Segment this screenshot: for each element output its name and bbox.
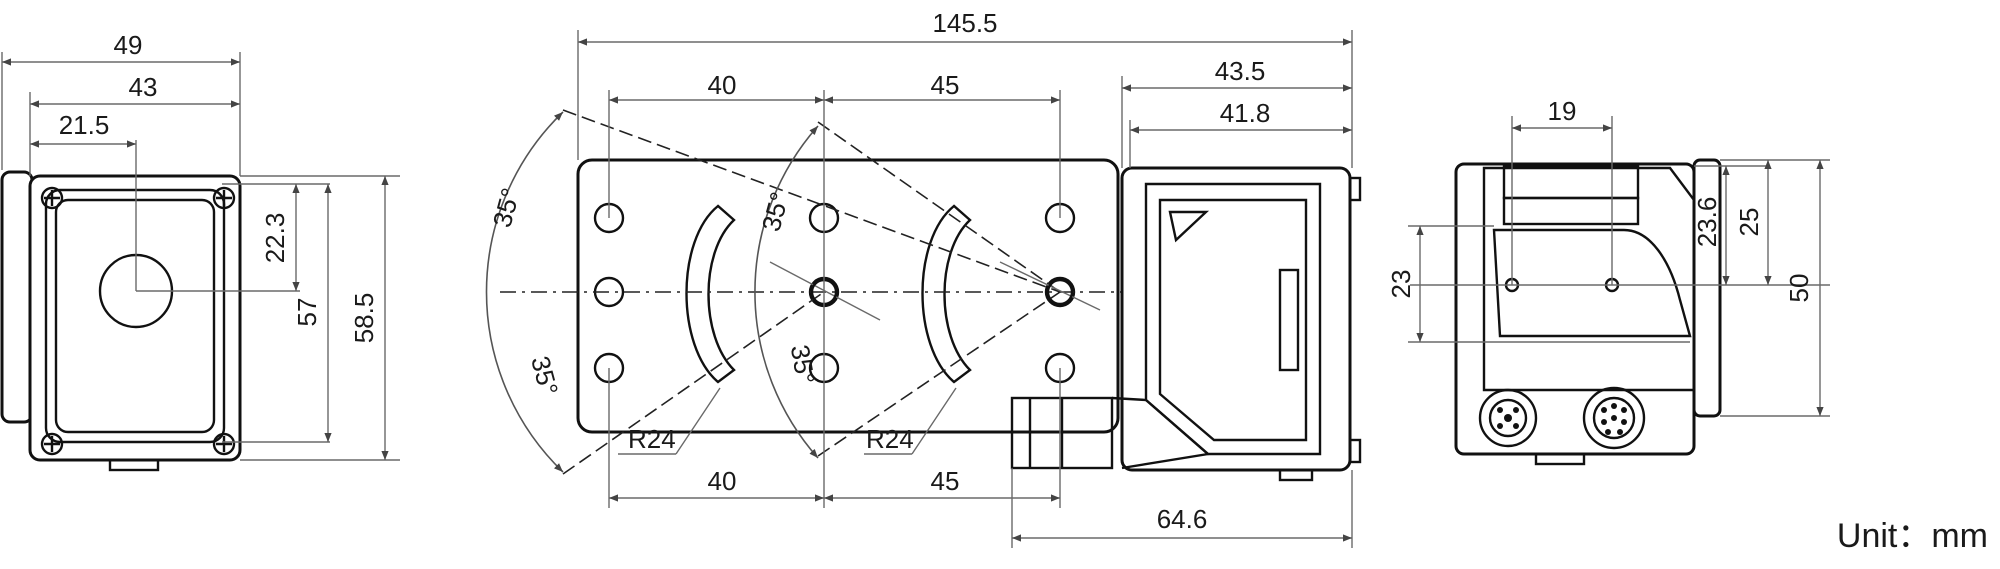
dim-40-bottom: 40: [708, 466, 737, 496]
dim-57: 57: [292, 298, 322, 327]
dim-23-6: 23.6: [1692, 197, 1722, 248]
dim-43: 43: [129, 72, 158, 102]
left-cover-outline: [44, 188, 226, 444]
bottom-tab: [108, 458, 160, 472]
connector-icon: [1582, 386, 1646, 450]
angle-left-upper: 35°: [487, 185, 526, 231]
screw-icon: [40, 432, 64, 456]
radius-right: R24: [866, 424, 914, 454]
sensor-body: [1120, 166, 1352, 472]
connector-icon: [1478, 388, 1538, 448]
sensor-window-inner: [1158, 198, 1308, 442]
curved-slot-left: [685, 204, 736, 384]
dim-64-6: 64.6: [1157, 504, 1208, 534]
curved-slot-right: [921, 204, 972, 384]
sensor-window-outer: [1144, 182, 1322, 456]
left-housing: [28, 174, 242, 462]
dim-22-3: 22.3: [260, 213, 290, 264]
left-flange: [0, 170, 34, 424]
dim-19: 19: [1548, 96, 1577, 126]
screw-icon: [212, 186, 236, 210]
dim-25: 25: [1734, 208, 1764, 237]
radius-left: R24: [628, 424, 676, 454]
left-view: 49 43 21.5 22.3 57 58.5: [0, 30, 400, 472]
screw-icon: [212, 432, 236, 456]
front-view: 35° 35° 35° 35° R24 R24 145.5 40: [485, 8, 1362, 548]
dim-41-8: 41.8: [1220, 98, 1271, 128]
mounting-plate: [576, 158, 1120, 434]
angle-left-lower: 35°: [525, 353, 564, 399]
dim-145-5: 145.5: [932, 8, 997, 38]
angle-mid-lower: 35°: [785, 342, 821, 386]
dim-23: 23: [1386, 270, 1416, 299]
right-view: 19 23 23.6 25 50: [1386, 96, 1830, 466]
dim-45-top: 45: [931, 70, 960, 100]
left-cover-inner: [54, 198, 216, 434]
dim-43-5: 43.5: [1215, 56, 1266, 86]
unit-label: Unit：mm: [1837, 517, 1988, 555]
screw-icon: [40, 186, 64, 210]
dim-58-5: 58.5: [349, 293, 379, 344]
dim-40-top: 40: [708, 70, 737, 100]
dim-49: 49: [114, 30, 143, 60]
dim-45-bottom: 45: [931, 466, 960, 496]
dim-21-5: 21.5: [59, 110, 110, 140]
dim-50: 50: [1784, 274, 1814, 303]
